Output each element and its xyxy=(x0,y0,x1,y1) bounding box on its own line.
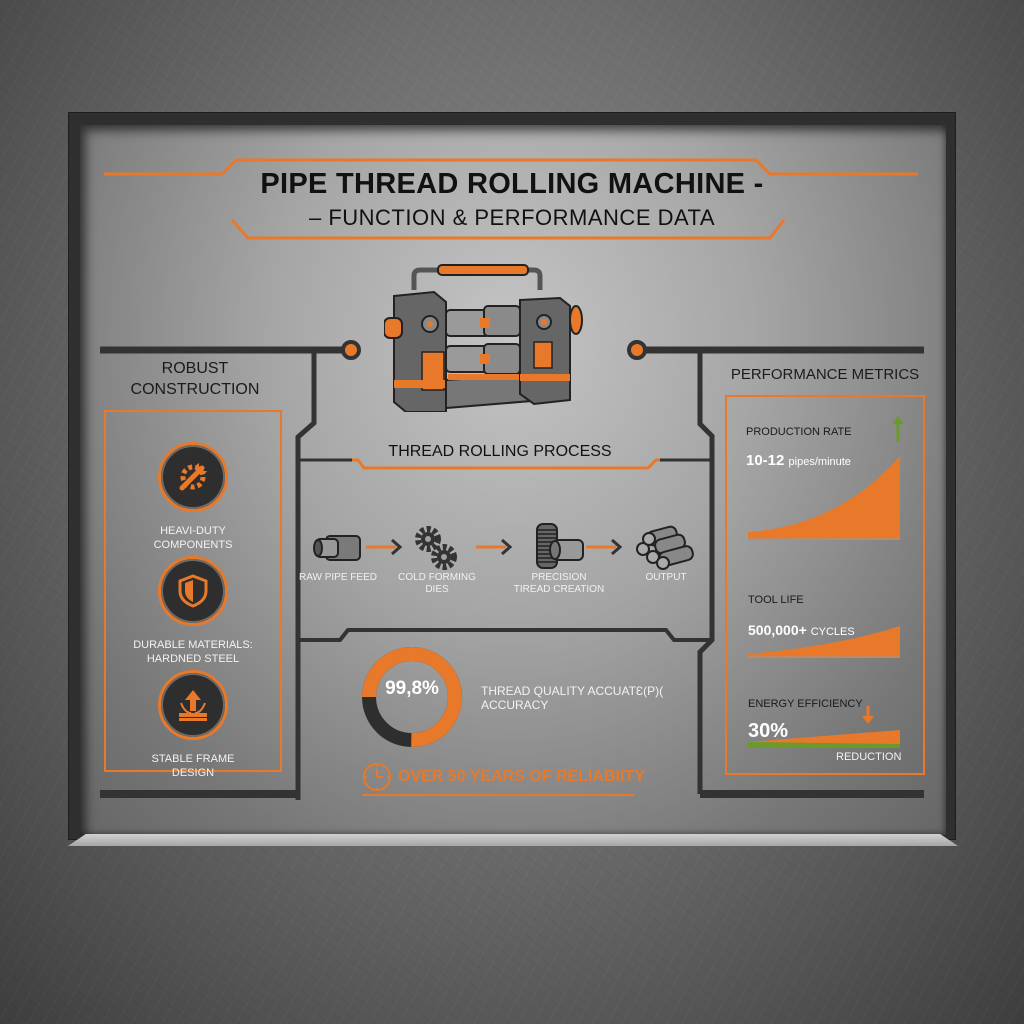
quality-label: THREAD QUALITY ACCUATƐ(P)( ACCURACY xyxy=(481,684,663,712)
reliability-banner: OVER 50 YEARS OF RELIABIITY xyxy=(362,762,645,792)
arrow-right-icon xyxy=(586,538,623,556)
value-unit: pipes/minute xyxy=(788,456,851,468)
feature-badge xyxy=(158,556,228,626)
stable-frame-icon xyxy=(179,690,207,721)
feature-label: HARDNED STEEL xyxy=(146,653,240,665)
process-step-cold-forming: COLD FORMING DIES xyxy=(392,524,482,596)
reliability-text: OVER 50 YEARS OF RELIABIITY xyxy=(398,768,645,785)
feature-label: HEAVI-DUTY xyxy=(160,525,226,537)
value-number: 10-12 xyxy=(746,452,785,469)
thread-rolling-machine-icon xyxy=(384,264,583,412)
heading-line-2: CONSTRUCTION xyxy=(130,381,260,398)
pipe-stack-icon xyxy=(636,525,694,570)
feature-badge xyxy=(158,442,228,512)
metric-tool-life-label: TOOL LIFE xyxy=(748,594,804,606)
process-step-raw-pipe: RAW PIPE FEED xyxy=(296,524,380,584)
wrench-gear-icon xyxy=(179,463,207,491)
metric-energy-efficiency-label: ENERGY EFFICIENCY xyxy=(748,698,863,710)
heading-line-1: ROBUST xyxy=(161,360,229,377)
metric-energy-efficiency-value: 30% xyxy=(748,720,789,742)
metrics-box xyxy=(725,395,925,775)
step-label: PRECISION xyxy=(531,572,587,583)
metric-energy-efficiency-unit: REDUCTION xyxy=(836,751,902,763)
robust-construction-heading: ROBUST CONSTRUCTION xyxy=(100,358,290,400)
step-label: RAW PIPE FEED xyxy=(299,572,377,583)
gears-icon xyxy=(415,526,457,570)
feature-label: STABLE FRAME xyxy=(151,753,235,765)
step-label: TIREAD CREATION xyxy=(513,584,605,595)
quality-label-line: THREAD QUALITY ACCUATƐ(P)( xyxy=(481,684,664,698)
feature-heavy-duty: HEAVI-DUTY COMPONENTS xyxy=(106,442,280,552)
clock-icon xyxy=(363,763,391,791)
step-label: OUTPUT xyxy=(645,572,687,583)
feature-label: COMPONENTS xyxy=(153,539,233,551)
energy-efficiency-chart xyxy=(748,706,900,748)
feature-badge xyxy=(158,670,228,740)
value-unit: CYCLES xyxy=(810,626,855,638)
page-title: PIPE THREAD ROLLING MACHINE - xyxy=(260,168,764,200)
value-number: 500,000+ xyxy=(748,622,807,638)
process-step-precision-thread: PRECISION TIREAD CREATION xyxy=(506,520,612,596)
metric-production-rate-value: 10-12 pipes/minute xyxy=(746,452,851,469)
metric-tool-life-value: 500,000+ CYCLES xyxy=(748,622,855,638)
quality-label-line: ACCURACY xyxy=(481,698,549,712)
feature-durable-materials: DURABLE MATERIALS: HARDNED STEEL xyxy=(106,556,280,666)
shield-icon xyxy=(178,574,208,608)
arrow-right-icon xyxy=(476,538,513,556)
quality-donut-chart xyxy=(362,647,462,747)
features-box: HEAVI-DUTY COMPONENTS DURABLE MATERIALS:… xyxy=(104,410,282,779)
step-label: DIES xyxy=(425,584,449,595)
performance-metrics-heading: PERFORMANCE METRICS xyxy=(730,366,920,383)
tool-life-chart xyxy=(748,626,900,658)
arrow-right-icon xyxy=(366,538,403,556)
feature-stable-frame: STABLE FRAME DESIGN xyxy=(106,670,280,780)
raw-pipe-icon xyxy=(313,535,361,561)
process-title: THREAD ROLLING PROCESS xyxy=(388,443,612,460)
feature-label: DURABLE MATERIALS: xyxy=(133,639,253,651)
page-subtitle: – FUNCTION & PERFORMANCE DATA xyxy=(308,205,716,230)
feature-label: DESIGN xyxy=(171,767,215,779)
step-label: COLD FORMING xyxy=(398,572,476,583)
production-rate-chart xyxy=(748,416,904,540)
reliability-underline xyxy=(362,794,634,796)
threaded-pipe-icon xyxy=(536,523,584,569)
recess-ledge xyxy=(68,834,958,846)
quality-value: 99,8% xyxy=(385,678,439,699)
metric-production-rate-label: PRODUCTION RATE xyxy=(746,426,852,438)
process-step-output: OUTPUT xyxy=(626,524,706,584)
